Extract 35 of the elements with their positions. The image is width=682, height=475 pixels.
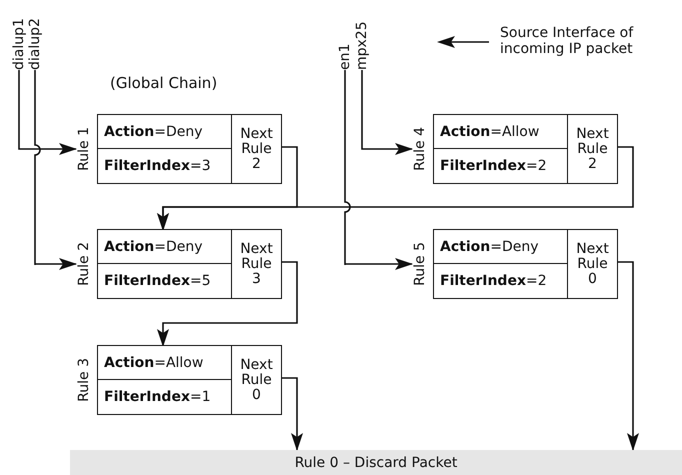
arrow [34, 70, 77, 270]
rule-name: Rule 4 [412, 127, 428, 171]
rule-name: Rule 5 [412, 242, 428, 286]
legend-text: Source Interface of incoming IP packet [500, 25, 634, 57]
interface-label: dialup2 [28, 0, 42, 70]
next-rule-cell: Next Rule 3 [231, 230, 281, 298]
next-rule-cell: Next Rule 2 [231, 115, 281, 183]
arrow [280, 377, 303, 451]
discard-bar: Rule 0 – Discard Packet [70, 450, 682, 475]
action-cell: Action=Allow [434, 115, 567, 149]
filter-index-cell-text: FilterIndex=1 [103, 388, 212, 407]
action-cell: Action=Allow [98, 346, 231, 380]
filter-index-cell-text: FilterIndex=2 [439, 272, 548, 291]
chain-label: (Global Chain) [110, 75, 218, 91]
action-cell: Action=Deny [434, 230, 567, 264]
arrow [18, 70, 77, 155]
rule-name: Rule 1 [76, 127, 92, 171]
next-rule-cell: Next Rule 0 [231, 346, 281, 414]
interface-label: en1 [338, 30, 352, 70]
filter-index-cell-text: FilterIndex=3 [103, 157, 212, 176]
rule-name: Rule 3 [76, 358, 92, 402]
arrow [157, 146, 634, 231]
next-rule-cell: Next Rule 0 [567, 230, 617, 298]
action-cell: Action=Deny [98, 230, 231, 264]
next-rule-cell: Next Rule 2 [567, 115, 617, 183]
interface-label: mpx25 [355, 0, 369, 70]
action-cell: Action=Deny [98, 115, 231, 149]
filter-index-cell-text: FilterIndex=2 [439, 157, 548, 176]
arrow [157, 261, 298, 347]
arrow [361, 70, 413, 155]
interface-label: dialup1 [12, 0, 26, 70]
filter-index-cell-text: FilterIndex=5 [103, 272, 212, 291]
rule-name: Rule 2 [76, 242, 92, 286]
arrow [616, 261, 639, 451]
arrow [344, 70, 413, 270]
